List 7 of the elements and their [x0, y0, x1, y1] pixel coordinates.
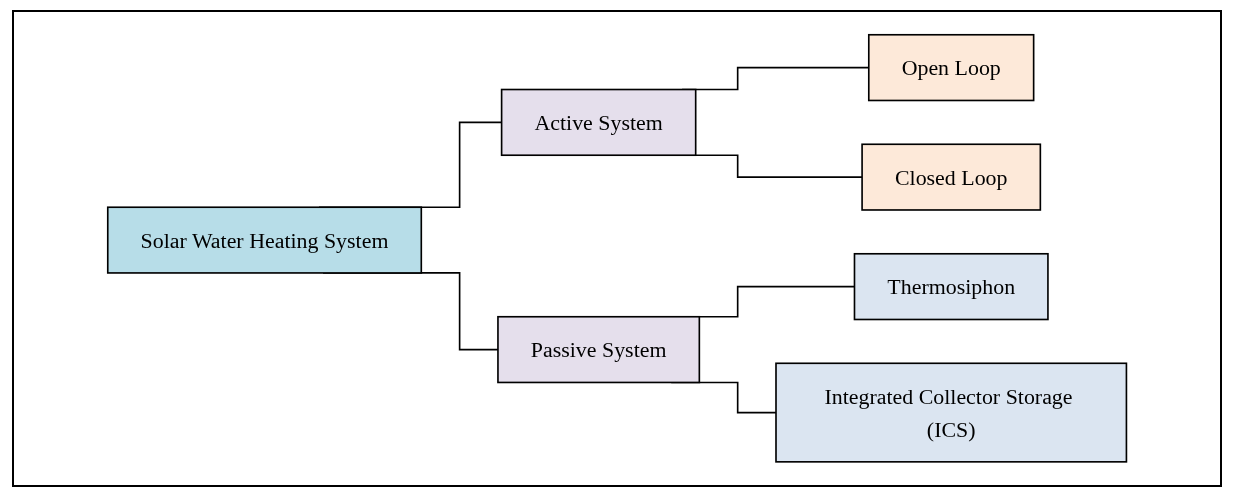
- node-box: Open Loop: [867, 34, 1035, 102]
- node-box: Closed Loop: [861, 143, 1042, 211]
- node-box: Active System: [500, 88, 697, 157]
- node-box: Solar Water Heating System: [106, 206, 422, 274]
- node-box: Passive System: [497, 316, 701, 384]
- node-box: Integrated Collector Storage (ICS): [775, 362, 1128, 463]
- node-box: Thermosiphon: [853, 253, 1049, 321]
